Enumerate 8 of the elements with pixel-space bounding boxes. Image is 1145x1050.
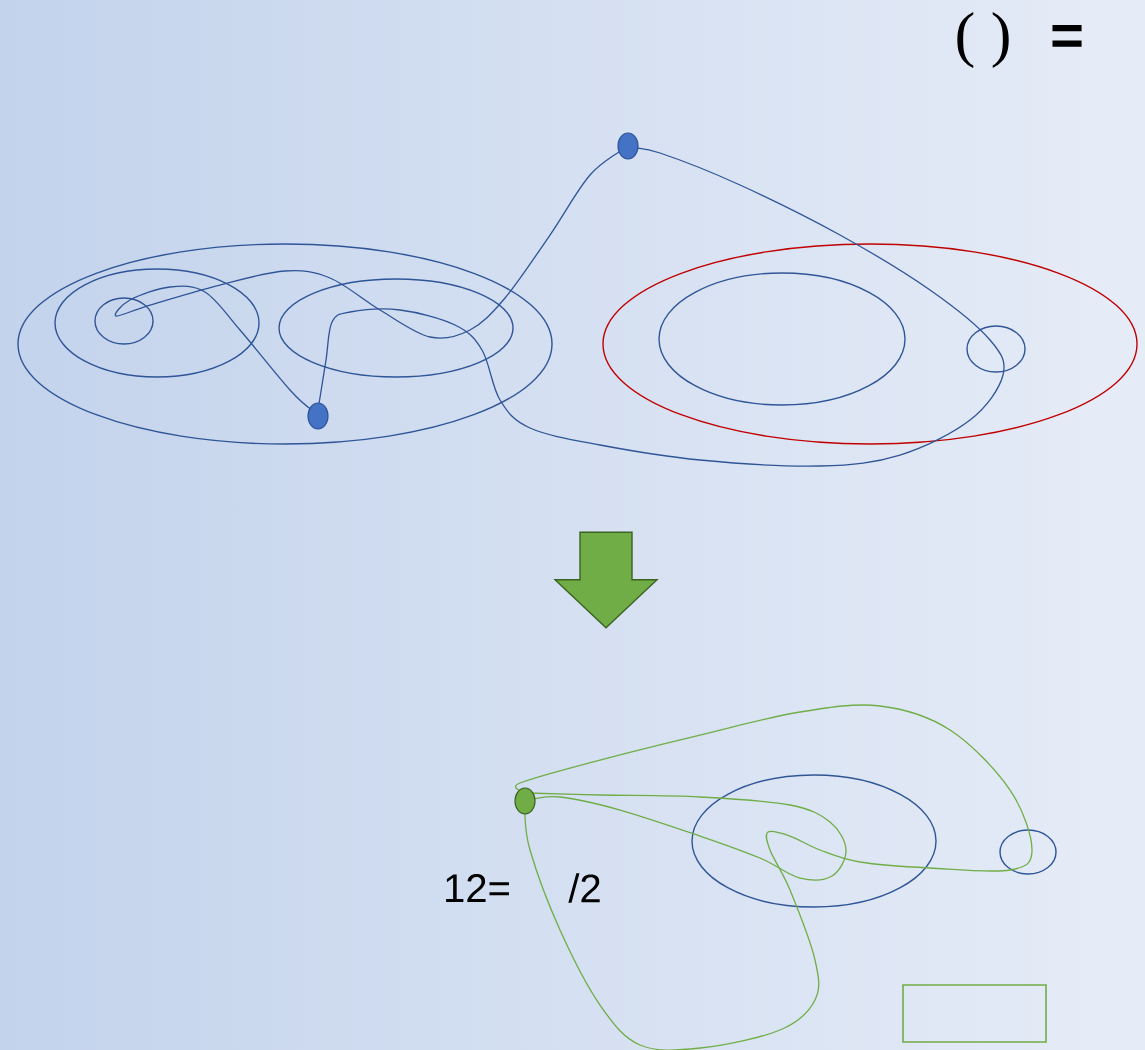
equation-text: /2 <box>568 873 600 903</box>
curve-drawing <box>17 132 1138 467</box>
parentheses: ( ) <box>957 11 1009 69</box>
equation-text: 12= <box>446 874 509 902</box>
empty-box <box>902 984 1047 1043</box>
curve-drawing <box>514 704 1057 1050</box>
block-arrow <box>553 531 659 629</box>
equals-sign: = <box>1052 24 1082 47</box>
